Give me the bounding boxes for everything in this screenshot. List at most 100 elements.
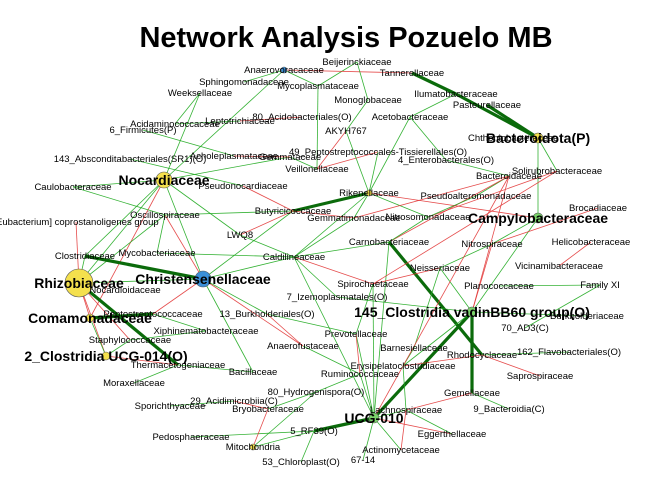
edge-mitochondria--80-hydrogenispora-o <box>252 391 317 448</box>
node-label-nitrosomonadaceae: Nitrosomonadaceae <box>385 212 470 223</box>
edge-13-burkholderiales-o--prevotellaceae <box>266 313 357 335</box>
node-label-oscillospiraceae: Oscillospiraceae <box>130 210 200 221</box>
node-label-spirochaetaceae: Spirochaetaceae <box>337 279 408 290</box>
edge-pseudonocardiaceae--butyricicoccaceae <box>242 185 294 212</box>
node-label-neisseriaceae: Neisseriaceae <box>410 263 470 274</box>
node-label-family-xi: Family XI <box>580 280 620 291</box>
node-label-rhizobiaceae: Rhizobiaceae <box>34 275 124 291</box>
node-label-143-absconditabacteriales-sr1-o: 143_Absconditabacteriales(SR1)(O) <box>54 154 207 165</box>
node-label-caldilineaceae: Caldilineaceae <box>263 252 325 263</box>
node-label-ilumatobacteraceae: Ilumatobacteraceae <box>414 89 497 100</box>
edge-leptotrichiaceae--acidaminococcaceae <box>174 120 241 125</box>
node-label-helicobacteraceae: Helicobacteraceae <box>552 237 631 248</box>
edge-christensenellaceae--13-burkholderiales-o <box>202 278 268 315</box>
edge-pasteurellaceae--bacteroidota-p <box>486 103 539 140</box>
edge-anaerovoracaceae--tannerellaceae <box>283 69 413 74</box>
edge-actinomycetaceae--lachnospiraceae <box>400 409 407 451</box>
edge-oscillospiraceae--mycobacteriaceae <box>156 214 166 254</box>
node-label-2-clostridia-ucg-014-o: 2_Clostridia UCG-014(O) <box>24 348 187 364</box>
edge-carnobacteriaceae--rhodocyclaceae <box>387 240 484 357</box>
node-label-monoglobaceae: Monoglobaceae <box>334 95 402 106</box>
edge-5-rf39-o--pedosphaeraceae <box>190 430 315 438</box>
node-label-solirubrobacteraceae: Solirubrobacteraceae <box>512 166 602 177</box>
node-label-planococcaceae: Planococcaceae <box>464 281 534 292</box>
node-label-leptotrichiaceae: Leptotrichiaceae <box>205 116 275 127</box>
edge-campylobacteraceae--nitrospiraceae <box>491 217 539 245</box>
edge-6-firmicutes-p--acholeplasmataceae <box>142 129 235 157</box>
edge-caldilineaceae--carnobacteriaceae <box>293 241 390 258</box>
node-label-acetobacteraceae: Acetobacteraceae <box>372 112 449 123</box>
node-label-christensenellaceae: Christensenellaceae <box>135 271 271 287</box>
node-2-clostridia-ucg-014-o <box>101 351 111 361</box>
node-label-gemellaceae: Gemellaceae <box>444 388 500 399</box>
node-label-carnobacteriaceae: Carnobacteriaceae <box>349 237 429 248</box>
edge-peptostreptococcaceae--christensenellaceae <box>152 278 204 315</box>
edge-nitrosomonadaceae--carnobacteriaceae <box>388 216 429 243</box>
edge-caldilineaceae--rikenellaceae <box>293 192 370 258</box>
edge-143-absconditabacteriales-sr1-o--pseudonocardiaceae <box>129 158 244 187</box>
edge-anaerofustaceae--ruminococcaceae <box>302 345 361 375</box>
node-label-pedosphaeraceae: Pedosphaeraceae <box>152 432 229 443</box>
edge-nitrospiraceae--brocadiaceae <box>491 207 599 245</box>
edge-145-clostridia-vadinbb60-group-o--nitrospiraceae <box>471 243 493 313</box>
edge-nocardiaceae--anaerovoracaceae <box>163 69 285 181</box>
node-label-veillonellaceae: Veillonellaceae <box>285 164 348 175</box>
edge-rikenellaceae--butyricicoccaceae <box>292 191 370 213</box>
node-label-moraxellaceae: Moraxellaceae <box>103 378 165 389</box>
edge-christensenellaceae--anaerofustaceae <box>202 278 304 347</box>
node-label-67-14: 67-14 <box>351 455 375 466</box>
node-label-bryobacteraceae: Bryobacteraceae <box>232 404 304 415</box>
edge-sporichthyaceae--29-acidimicrobiia-c <box>169 400 235 407</box>
edge-rhodocyclaceae--162-flavobacteriales-o <box>481 351 570 356</box>
edge-gemellaceae--9-bacteroidia-c <box>471 392 510 410</box>
edge-29-acidimicrobiia-c--bryobacteraceae <box>233 400 269 410</box>
edge-ucg-010--eggerthellaceae <box>373 417 453 435</box>
edge-bacteroidaceae--carnobacteriaceae <box>388 175 510 243</box>
edge-caldilineaceae--spirochaetaceae <box>293 256 374 285</box>
edge-13-burkholderiales-o--anaerofustaceae <box>266 313 304 347</box>
node-label-chthoniobacteraceae: Chthoniobacteraceae <box>468 133 558 144</box>
edge-bacteroidaceae--ucg-010 <box>373 175 510 419</box>
edge-monoglobaceae--beijerinckiaceae <box>356 61 369 101</box>
edge-7-izemoplasmatales-o--145-clostridia-vadinbb60-group-o <box>336 296 473 313</box>
edge-butyricicoccaceae--oscillospiraceae <box>164 210 294 216</box>
node-label-4-enterobacterales-o: 4_Enterobacterales(O) <box>398 155 494 166</box>
node-label-rhodocyclaceae: Rhodocyclaceae <box>447 350 517 361</box>
node-label-prevotellaceae: Prevotellaceae <box>325 329 388 340</box>
node-mitochondria <box>249 443 257 451</box>
node-label-xiphinematobacteraceae: Xiphinematobacteraceae <box>153 326 258 337</box>
edge-clostridiaceae--nocardiaceae <box>84 179 165 257</box>
edge-mycoplasmataceae--beijerinckiaceae <box>317 61 358 87</box>
edge-67-14--ucg-010 <box>362 417 375 461</box>
node-ucg-010 <box>368 412 380 424</box>
edge-rikenellaceae--nitrosomonadaceae <box>368 192 429 218</box>
node-label-ucg-010: UCG-010 <box>344 410 403 426</box>
node-label-burkholderiaceae: Burkholderiaceae <box>550 311 624 322</box>
node-label-gemmataceae: Gemmataceae <box>259 152 321 163</box>
edge-mycoplasmataceae--anaerovoracaceae <box>283 69 319 87</box>
edge-80-hydrogenispora-o--ruminococcaceae <box>315 373 361 393</box>
node-label-9-bacteroidia-c: 9_Bacteroidia(C) <box>473 404 544 415</box>
edge-christensenellaceae--butyricicoccaceae <box>202 210 294 280</box>
chart-title: Network Analysis Pozuelo MB <box>139 22 553 54</box>
node-label-eubacterium-coprostanoligenes-group: [Eubacterium] coprostanoligenes group <box>0 217 159 228</box>
node-comamonadaceae <box>85 313 95 323</box>
node-label-vicinamibacteraceae: Vicinamibacteraceae <box>515 261 603 272</box>
node-label-mitochondria: Mitochondria <box>226 442 281 453</box>
node-label-mycobacteriaceae: Mycobacteriaceae <box>118 248 195 259</box>
node-label-80-hydrogenispora-o: 80_Hydrogenispora(O) <box>268 387 365 398</box>
node-label-lachnospiraceae: Lachnospiraceae <box>370 405 442 416</box>
edge-bacteroidota-p--solirubrobacteraceae <box>537 137 558 172</box>
node-label-162-flavobacteriales-o: 162_Flavobacteriales(O) <box>517 347 621 358</box>
edge-saprospiraceae--rhodocyclaceae <box>481 354 541 377</box>
edge-ucg-010--prevotellaceae <box>355 333 375 419</box>
node-label-anaerovoracaceae: Anaerovoracaceae <box>244 65 324 76</box>
node-label-saprospiraceae: Saprospiraceae <box>507 371 574 382</box>
edge-49-peptostreptococcales-tissierellales-o--rikenellaceae <box>368 151 379 194</box>
node-label-acholeplasmataceae: Acholeplasmataceae <box>190 151 278 162</box>
node-christensenellaceae <box>194 270 212 288</box>
edge-2-clostridia-ucg-014-o--staphylococcaceae <box>105 339 131 357</box>
edge-bryobacteraceae--80-hydrogenispora-o <box>267 391 317 410</box>
edge-caldilineaceae--ucg-010 <box>293 256 375 419</box>
node-label-13-burkholderiales-o: 13_Burkholderiales(O) <box>219 309 314 320</box>
